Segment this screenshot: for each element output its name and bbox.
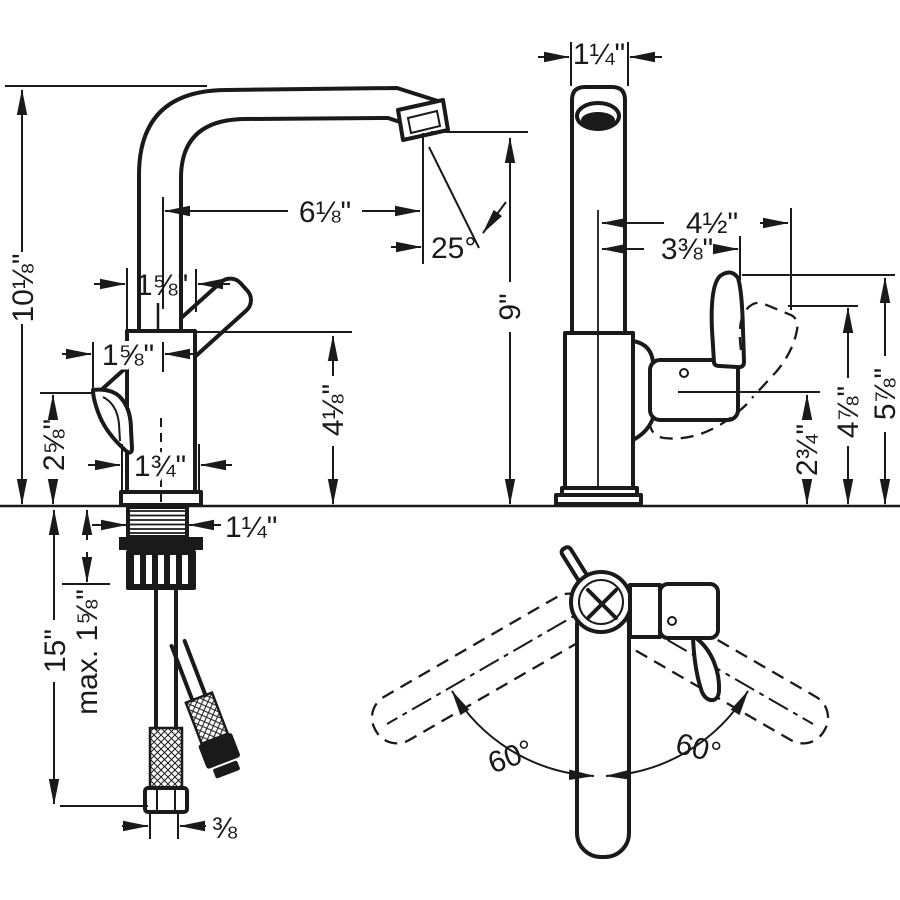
dim-handle-height: 2⅝" xyxy=(38,394,71,505)
dim-reach-lever: 3⅜" xyxy=(601,233,739,266)
aerator-inset xyxy=(406,109,442,135)
dim-spray-angle: 25° xyxy=(391,201,507,265)
dim-spout-reach: 6⅛" xyxy=(164,196,421,229)
dim-connection-size-label: ⅜ xyxy=(212,812,238,845)
dim-base-depth-label: 1¾" xyxy=(134,450,186,483)
side-view: 10⅛" 6⅛" 25° 9" 1⅝" 1¼" 1⅝" xyxy=(5,85,528,845)
dim-lever-tilted-height-label: 4⅞" xyxy=(832,386,865,438)
dim-lever-height-label: 5⅞" xyxy=(869,368,900,420)
front-neck-lower xyxy=(631,416,655,442)
dim-hose-length-label: 15" xyxy=(39,629,72,673)
swing-axis-left xyxy=(386,600,601,725)
front-body-outline xyxy=(563,331,635,491)
front-lever-dashed xyxy=(738,301,799,399)
spout-inner-line xyxy=(179,116,426,333)
dim-reach-total: 4½" xyxy=(601,207,789,240)
top-handle-blade xyxy=(691,636,722,703)
front-base-plate xyxy=(554,493,643,506)
set-screw xyxy=(679,368,689,378)
braided-hose xyxy=(148,726,184,790)
front-handle-boss xyxy=(648,358,740,422)
dim-connection-size: ⅜ xyxy=(122,812,238,845)
handle-hook-innerline xyxy=(102,396,121,442)
dim-body-depth: 1⅝" xyxy=(94,269,230,302)
dim-handle-height-label: 2⅝" xyxy=(38,419,71,471)
front-lever-dashed-bottom xyxy=(648,403,748,440)
handle-hook-outline xyxy=(91,387,134,455)
top-handle-body xyxy=(658,582,720,640)
swivel-arc-left xyxy=(451,690,595,780)
dim-base-depth: 1¾" xyxy=(88,446,232,488)
dim-overall-height: 10⅛" xyxy=(7,89,40,505)
front-shoulder xyxy=(631,339,655,364)
top-spout-outline xyxy=(575,599,631,859)
top-pivot-inner-ring xyxy=(578,579,624,625)
front-lever-blade xyxy=(709,270,746,370)
dim-max-deck-thickness: max. 1⅝" xyxy=(71,509,104,715)
swivel-arc-right xyxy=(605,690,749,780)
second-supply-hose xyxy=(169,638,240,779)
dim-handle-projection: 1¼" 1⅝" xyxy=(62,335,198,377)
dim-shank-diameter-label: 1¼" xyxy=(225,511,277,544)
dim-spout-width: 1¼" xyxy=(538,38,662,71)
side-extension-lines xyxy=(5,85,528,839)
dim-pivot-height: 2¾" xyxy=(791,394,824,505)
dim-overall-height-label: 10⅛" xyxy=(7,253,40,322)
front-view: 1¼" 4½" 3⅜" 5⅞" 4⅞" 2¾" xyxy=(538,38,900,506)
top-pivot-cross xyxy=(586,588,618,620)
dim-spout-width-label: 1¼" xyxy=(573,38,625,71)
spout-outer-line xyxy=(137,86,443,333)
top-set-screw xyxy=(667,616,677,626)
top-view: 60° 60° xyxy=(370,545,830,859)
dim-spray-angle-label: 25° xyxy=(431,232,476,265)
dim-lever-height: 5⅞" xyxy=(869,277,900,505)
dim-max-deck-thickness-label: max. 1⅝" xyxy=(71,589,104,715)
front-aerator-opening xyxy=(581,112,615,128)
threaded-shank xyxy=(126,505,189,539)
dim-reach-total-label: 4½" xyxy=(686,207,738,240)
top-handle-base xyxy=(628,583,662,639)
dim-outlet-height-label: 9" xyxy=(494,293,527,320)
hose-nut xyxy=(143,786,189,814)
dim-body-depth-label: 1⅝" xyxy=(136,269,188,302)
dim-reach-lever-label: 3⅜" xyxy=(661,233,713,266)
mounting-flange xyxy=(119,537,203,550)
dim-spout-clearance: 4⅛" xyxy=(317,335,350,505)
dim-handle-projection-label2: 1⅝" xyxy=(102,339,154,372)
dim-spout-clearance-label: 4⅛" xyxy=(317,384,350,436)
front-extension-lines xyxy=(570,42,895,393)
dim-pivot-height-label: 2¾" xyxy=(791,424,824,476)
dim-swivel-left-label: 60° xyxy=(484,734,538,781)
dim-hose-length: 15" xyxy=(39,509,72,805)
dim-spout-reach-label: 6⅛" xyxy=(299,196,351,229)
supply-tailpipe xyxy=(154,588,178,730)
dim-outlet-height: 9" xyxy=(494,137,527,505)
dim-lever-tilted-height: 4⅞" xyxy=(832,307,865,505)
dim-swivel-right-label: 60° xyxy=(672,727,724,770)
dim-shank-diameter: 1¼" xyxy=(92,511,277,544)
under-counter-assembly xyxy=(119,505,240,814)
